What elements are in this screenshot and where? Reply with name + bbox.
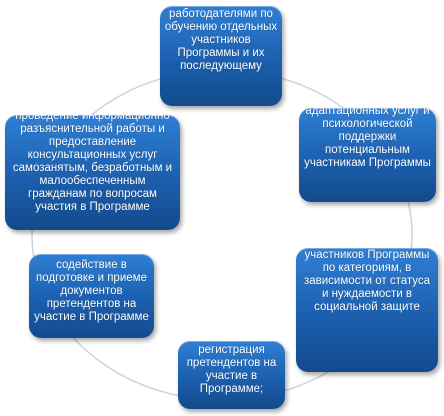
node-bottom-right: отбор потенциальных участников Программы…: [296, 248, 438, 372]
node-left: проведение информационно разъяснительной…: [5, 115, 180, 230]
node-bottom-right-label: отбор потенциальных участников Программы…: [303, 249, 431, 313]
node-bottom: регистрация претендентов на участие в Пр…: [178, 341, 285, 409]
node-right-label: оказание адаптационных услуг и психологи…: [304, 108, 431, 169]
node-left-label: проведение информационно разъяснительной…: [12, 115, 173, 213]
node-bottom-label: регистрация претендентов на участие в Пр…: [186, 344, 277, 395]
node-top-label: сопровождения работодателями по обучению…: [164, 6, 278, 72]
node-bottom-left: содействие в подготовке и приеме докумен…: [29, 254, 154, 338]
node-bottom-left-label: содействие в подготовке и приеме докумен…: [34, 259, 149, 323]
node-right: оказание адаптационных услуг и психологи…: [299, 108, 436, 202]
node-top: сопровождения работодателями по обучению…: [160, 6, 282, 106]
